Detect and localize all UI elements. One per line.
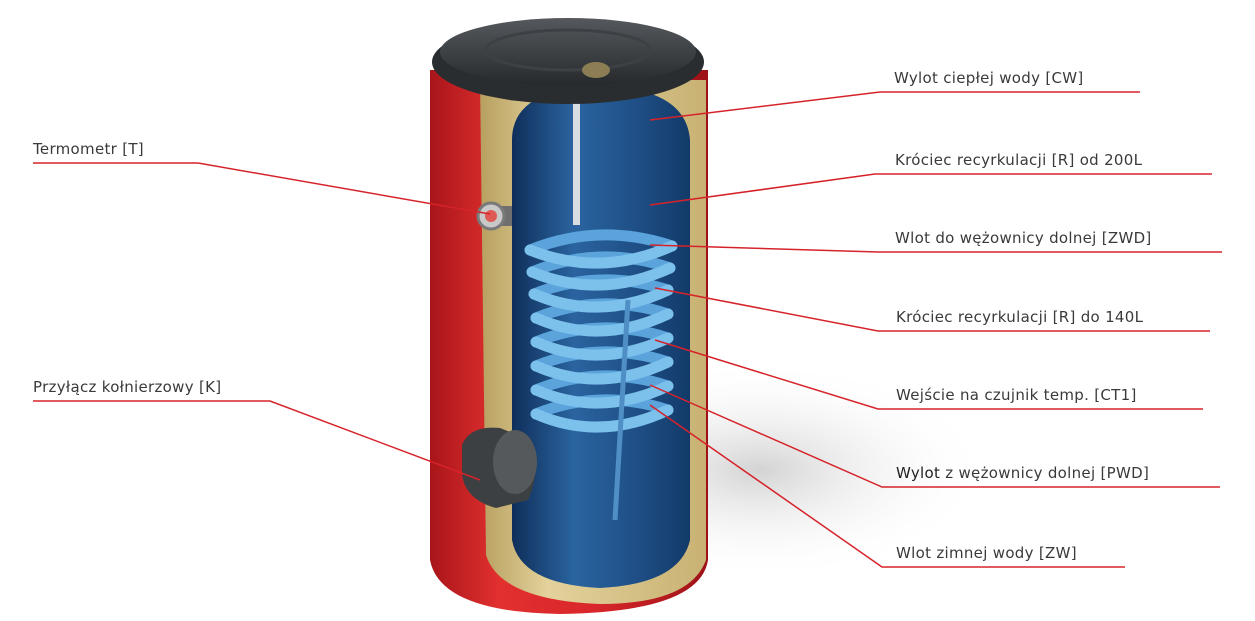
lid-top	[440, 18, 696, 86]
inner-tank	[512, 86, 690, 588]
label-hot-water-outlet: Wylot ciepłej wody [CW]	[894, 69, 1084, 87]
label-coil-outlet: Wylot z wężownicy dolnej [PWD]	[896, 464, 1149, 482]
label-coil-outlet-bold: Wylot	[896, 464, 941, 482]
thermometer	[476, 201, 512, 231]
label-temp-sensor: Wejście na czujnik temp. [CT1]	[896, 386, 1137, 404]
label-coil-inlet: Wlot do wężownicy dolnej [ZWD]	[895, 229, 1152, 247]
label-thermometer: Termometr [T]	[33, 140, 144, 158]
coil-riser	[612, 299, 631, 521]
label-cold-water-inlet: Wlot zimnej wody [ZW]	[896, 544, 1077, 562]
anode-rod	[573, 90, 580, 225]
label-recirculation-200: Króciec recyrkulacji [R] od 200L	[895, 151, 1143, 169]
lid-ring	[484, 28, 652, 72]
label-coil-outlet-rest: z wężownicy dolnej [PWD]	[940, 464, 1150, 482]
leader-lines	[33, 91, 1222, 568]
flange-connection	[462, 427, 537, 508]
label-flange: Przyłącz kołnierzowy [K]	[33, 378, 222, 396]
coil-front	[524, 240, 678, 433]
label-recirculation-140: Króciec recyrkulacji [R] do 140L	[896, 308, 1144, 326]
outlet-fitting	[582, 62, 610, 78]
